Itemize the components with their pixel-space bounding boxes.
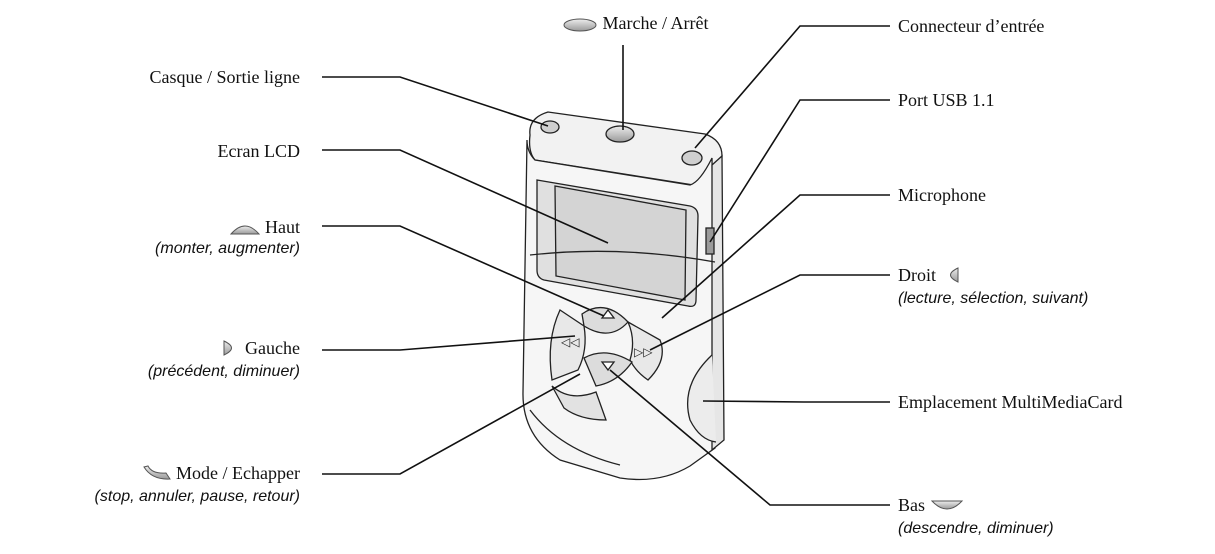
pad-right-glyph: ▷▷	[634, 345, 653, 359]
device-lower-curve-2	[529, 409, 621, 466]
label-left-text: Gauche	[245, 338, 300, 358]
label-input-connector: Connecteur d’entrée	[898, 16, 1045, 36]
label-mode-description: (stop, annuler, pause, retour)	[94, 488, 300, 505]
label-left: Gauche	[221, 337, 300, 359]
leader-lines	[322, 25, 890, 506]
label-mmc-slot: Emplacement MultiMediaCard	[898, 392, 1123, 412]
up-button-icon	[229, 225, 260, 235]
pad-mode-button	[551, 385, 607, 421]
mode-button-icon	[142, 465, 171, 480]
lcd-screen	[554, 185, 687, 301]
label-power-text: Marche / Arrêt	[602, 13, 709, 33]
pad-left-button	[549, 309, 586, 381]
label-up: Haut	[229, 216, 300, 238]
pad-up-glyph	[600, 308, 616, 319]
label-up-text: Haut	[265, 217, 300, 237]
power-button	[605, 125, 635, 143]
pad-right-button	[626, 320, 663, 381]
label-mode-text: Mode / Echapper	[176, 463, 300, 483]
label-mode: Mode / Echapper	[142, 462, 300, 484]
leader-headphones	[322, 76, 549, 127]
down-button-icon	[930, 500, 963, 510]
leader-up	[322, 225, 605, 317]
leader-microphone	[661, 194, 890, 319]
leader-mmc	[702, 400, 890, 403]
leader-mode	[322, 373, 581, 475]
leader-lcd	[322, 149, 609, 244]
pad-left-glyph: ◁◁	[560, 335, 579, 349]
label-microphone: Microphone	[898, 185, 986, 205]
label-left-description: (précédent, diminuer)	[147, 363, 300, 380]
mmc-slot-recess	[686, 354, 717, 443]
power-button-icon	[563, 18, 597, 32]
label-usb: Port USB 1.1	[898, 90, 995, 110]
label-up-description: (monter, augmenter)	[155, 240, 300, 257]
pad-down-glyph	[600, 361, 616, 372]
leader-usb	[709, 99, 890, 243]
mp3-player-device: ◁◁ ▷▷	[522, 111, 725, 481]
label-power: Marche / Arrêt	[562, 12, 708, 34]
headphone-jack	[540, 120, 560, 134]
label-right: Droit	[898, 264, 961, 286]
label-down-description: (descendre, diminuer)	[898, 520, 1054, 537]
leader-down	[609, 369, 890, 506]
right-button-icon	[949, 267, 958, 283]
left-button-icon	[223, 340, 232, 356]
label-down-text: Bas	[898, 495, 925, 515]
leader-right	[649, 274, 890, 351]
device-lower-curve	[529, 250, 716, 263]
label-lcd: Ecran LCD	[217, 141, 300, 161]
label-right-text: Droit	[898, 265, 936, 285]
label-right-description: (lecture, sélection, suivant)	[898, 290, 1089, 307]
leader-left	[322, 335, 576, 351]
label-headphones: Casque / Sortie ligne	[149, 67, 300, 87]
label-down: Bas	[898, 494, 964, 516]
leader-input-connector	[694, 25, 890, 149]
input-connector-jack	[681, 150, 703, 166]
